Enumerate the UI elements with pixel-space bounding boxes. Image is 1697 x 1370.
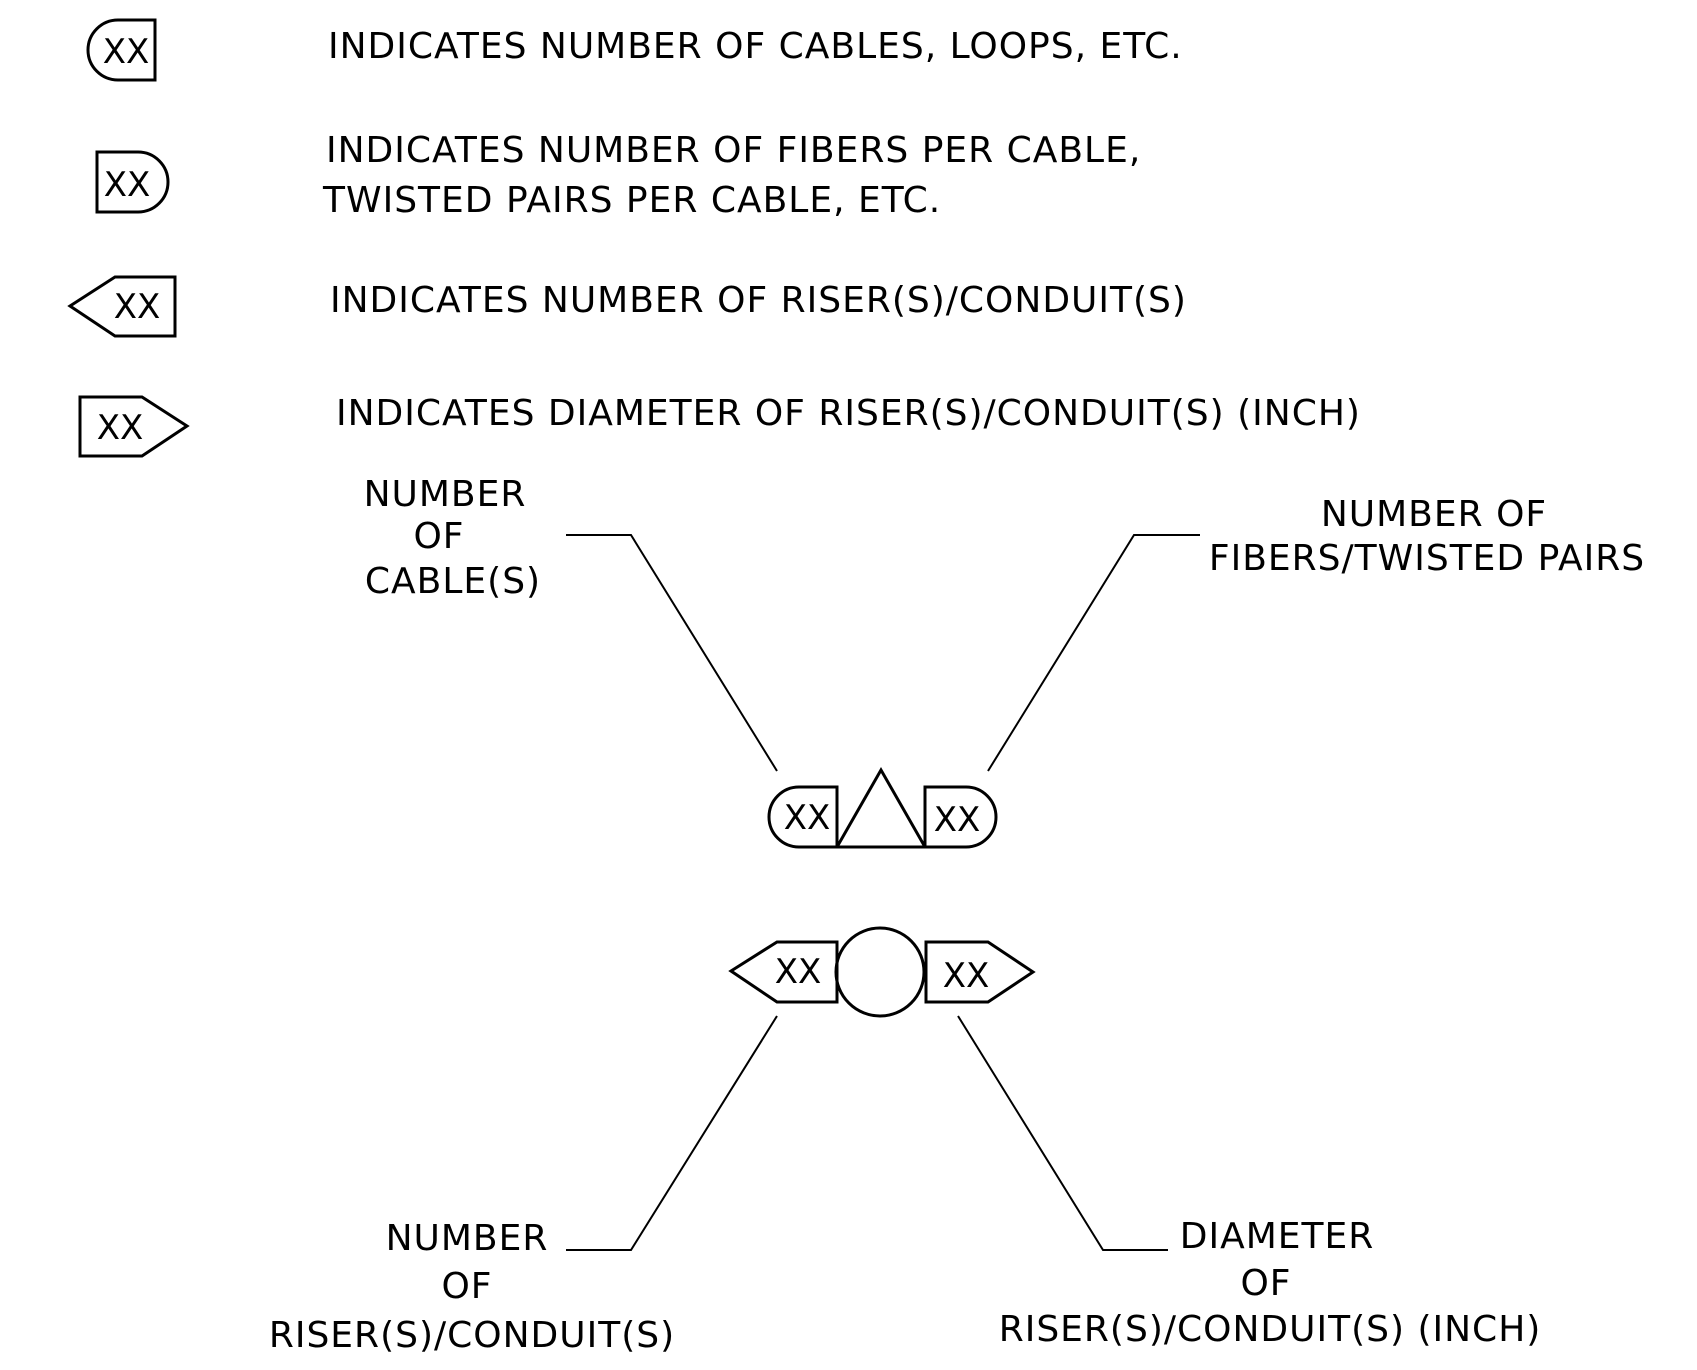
cable-composite-symbol: XX XX	[767, 766, 998, 849]
callout-risers-line2: OF	[441, 1266, 492, 1307]
composite-riser-count-text: XX	[775, 952, 822, 992]
cable-count-symbol: XX	[86, 18, 157, 82]
riser-count-symbol: XX	[67, 275, 177, 338]
leader-line-risers	[566, 1015, 778, 1251]
legend-fiber-count-text-line1: INDICATES NUMBER OF FIBERS PER CABLE,	[326, 130, 1141, 171]
callout-diameter-line1: DIAMETER	[1180, 1216, 1375, 1257]
callout-cables-line3: CABLE(S)	[365, 561, 541, 602]
leader-line-cables	[566, 534, 778, 772]
fiber-count-symbol-text: XX	[104, 165, 151, 205]
callout-diameter-line2: OF	[1240, 1263, 1291, 1304]
callout-risers-line3: RISER(S)/CONDUIT(S)	[269, 1315, 675, 1356]
legend-cable-count-text: INDICATES NUMBER OF CABLES, LOOPS, ETC.	[328, 26, 1183, 67]
fiber-count-symbol: XX	[95, 150, 170, 214]
callout-fibers-line1: NUMBER OF	[1321, 494, 1547, 535]
riser-circle	[834, 926, 926, 1018]
callout-cables-line2: OF	[413, 516, 464, 557]
leader-line-fibers	[987, 534, 1200, 772]
cable-triangle	[834, 766, 928, 849]
callout-cables-line1: NUMBER	[364, 474, 527, 515]
composite-riser-diameter-text: XX	[943, 956, 990, 996]
callout-diameter-line3: RISER(S)/CONDUIT(S) (INCH)	[999, 1309, 1542, 1350]
riser-count-symbol-text: XX	[114, 287, 161, 327]
legend-fiber-count-text-line2: TWISTED PAIRS PER CABLE, ETC.	[322, 180, 941, 221]
callout-risers-line1: NUMBER	[386, 1218, 549, 1259]
cable-count-symbol-text: XX	[103, 32, 150, 72]
composite-fiber-count-text: XX	[934, 800, 981, 840]
legend-riser-count-text: INDICATES NUMBER OF RISER(S)/CONDUIT(S)	[330, 280, 1187, 321]
riser-diameter-symbol: XX	[78, 395, 190, 458]
legend-riser-diameter-text: INDICATES DIAMETER OF RISER(S)/CONDUIT(S…	[336, 393, 1361, 434]
callout-fibers-line2: FIBERS/TWISTED PAIRS	[1209, 538, 1645, 579]
riser-diameter-symbol-text: XX	[97, 408, 144, 448]
riser-composite-symbol: XX XX	[728, 926, 1036, 1018]
composite-cable-count-text: XX	[784, 798, 831, 838]
leader-line-diameter	[957, 1015, 1168, 1251]
